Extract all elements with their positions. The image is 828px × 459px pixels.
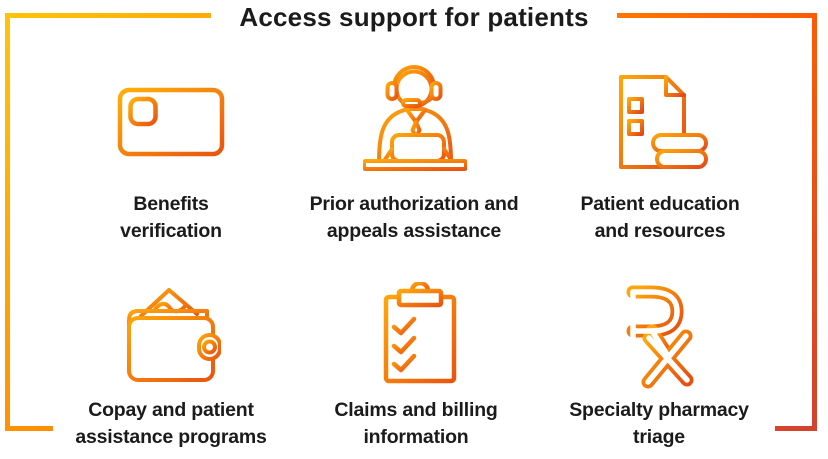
- label-patient-education: Patient education and resources: [580, 193, 740, 242]
- frame-gap-bottom: [53, 424, 775, 433]
- page-title: Access support for patients: [239, 2, 589, 32]
- support-agent-icon: [363, 65, 467, 171]
- frame-gap-top: [211, 11, 617, 20]
- wallet-cash-icon: [127, 288, 221, 382]
- clipboard-checklist-icon: [383, 282, 457, 384]
- document-books-icon: [619, 75, 708, 169]
- label-specialty-pharmacy: Specialty pharmacy triage: [569, 399, 749, 448]
- id-card-icon: [117, 87, 225, 157]
- label-benefits-verification: Benefits verification: [120, 193, 222, 242]
- label-claims-billing: Claims and billing information: [334, 399, 498, 448]
- label-copay-assistance: Copay and patient assistance programs: [75, 399, 267, 448]
- rx-icon: [626, 285, 694, 389]
- label-prior-authorization: Prior authorization and appeals assistan…: [309, 193, 519, 242]
